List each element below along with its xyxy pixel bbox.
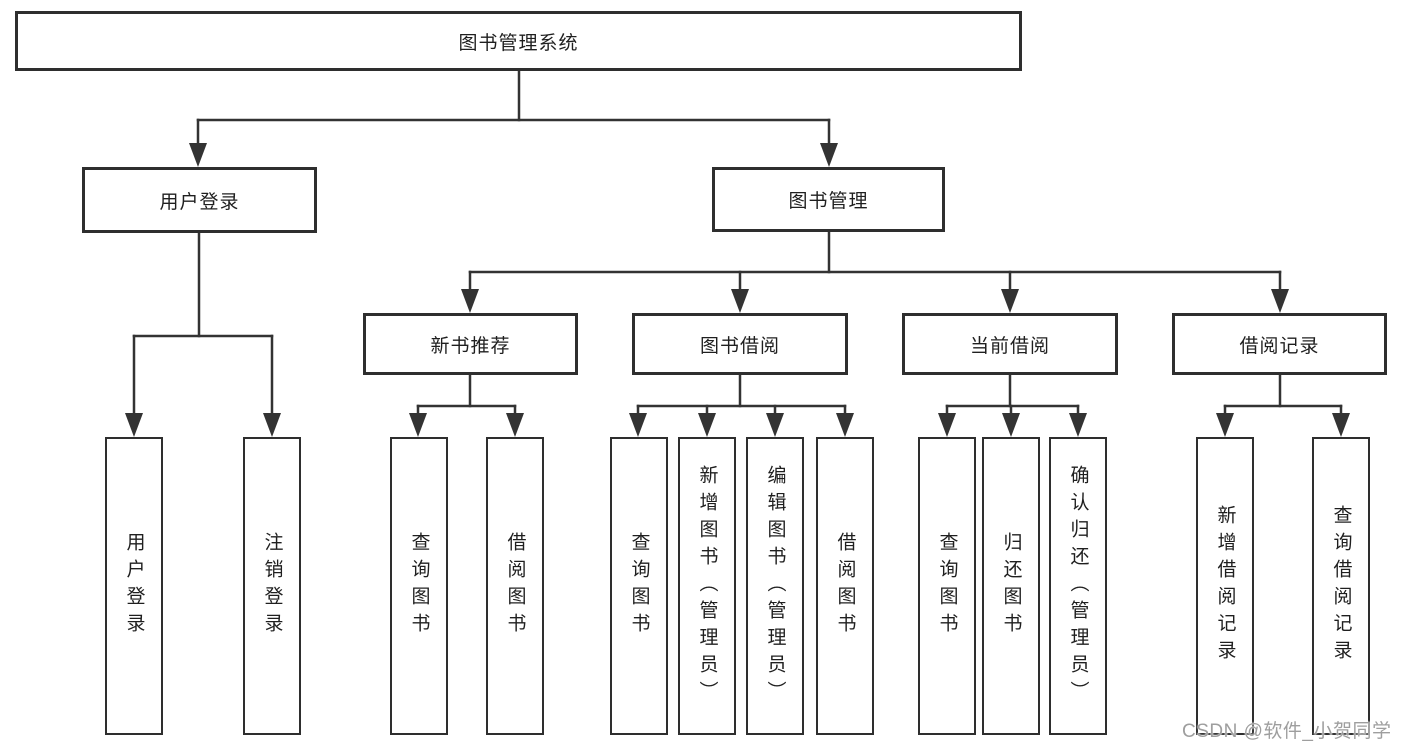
- node-label: 图书管理系统: [458, 32, 579, 54]
- node-library-management-system: 图书管理系统: [15, 11, 1022, 71]
- node-current-borrow: 当前借阅: [902, 313, 1118, 375]
- node-label: 图书管理: [788, 191, 869, 212]
- leaf-borrow-book: 借阅图书: [816, 437, 874, 735]
- node-book-borrow: 图书借阅: [632, 313, 848, 375]
- leaf-label: 查询图书: [408, 532, 430, 640]
- leaf-logout: 注销登录: [243, 437, 301, 735]
- node-borrow-records: 借阅记录: [1172, 313, 1387, 375]
- leaf-add-book-admin: 新增图书（管理员）: [678, 437, 736, 735]
- leaf-borrow-book-recommend: 借阅图书: [486, 437, 544, 735]
- leaf-confirm-return-admin: 确认归还（管理员）: [1049, 437, 1107, 735]
- watermark: CSDN @软件_小贺同学: [1182, 721, 1392, 742]
- leaf-label: 编辑图书（管理员）: [764, 464, 786, 708]
- node-label: 借阅记录: [1239, 335, 1320, 357]
- leaf-query-borrow-record: 查询借阅记录: [1312, 437, 1370, 735]
- node-label: 用户登录: [159, 191, 240, 213]
- leaf-label: 新增图书（管理员）: [696, 464, 718, 708]
- node-new-book-recommend: 新书推荐: [363, 313, 578, 375]
- leaf-query-book-recommend: 查询图书: [390, 437, 448, 735]
- leaf-user-login: 用户登录: [105, 437, 163, 735]
- node-book-management: 图书管理: [712, 167, 945, 232]
- leaf-label: 注销登录: [261, 532, 283, 640]
- leaf-label: 借阅图书: [834, 532, 856, 640]
- leaf-label: 查询借阅记录: [1330, 505, 1352, 667]
- leaf-label: 新增借阅记录: [1214, 505, 1236, 667]
- leaf-label: 借阅图书: [504, 532, 526, 640]
- leaf-edit-book-admin: 编辑图书（管理员）: [746, 437, 804, 735]
- node-label: 图书借阅: [699, 335, 780, 357]
- leaf-return-book: 归还图书: [982, 437, 1040, 735]
- leaf-label: 用户登录: [123, 532, 145, 640]
- node-label: 当前借阅: [969, 335, 1050, 357]
- leaf-label: 查询图书: [628, 532, 650, 640]
- leaf-label: 查询图书: [936, 532, 958, 640]
- leaf-query-book-borrow: 查询图书: [610, 437, 668, 735]
- node-user-login: 用户登录: [82, 167, 317, 233]
- leaf-label: 归还图书: [1000, 532, 1022, 640]
- leaf-query-book-current: 查询图书: [918, 437, 976, 735]
- leaf-label: 确认归还（管理员）: [1067, 464, 1089, 708]
- leaf-add-borrow-record: 新增借阅记录: [1196, 437, 1254, 735]
- node-label: 新书推荐: [430, 335, 511, 357]
